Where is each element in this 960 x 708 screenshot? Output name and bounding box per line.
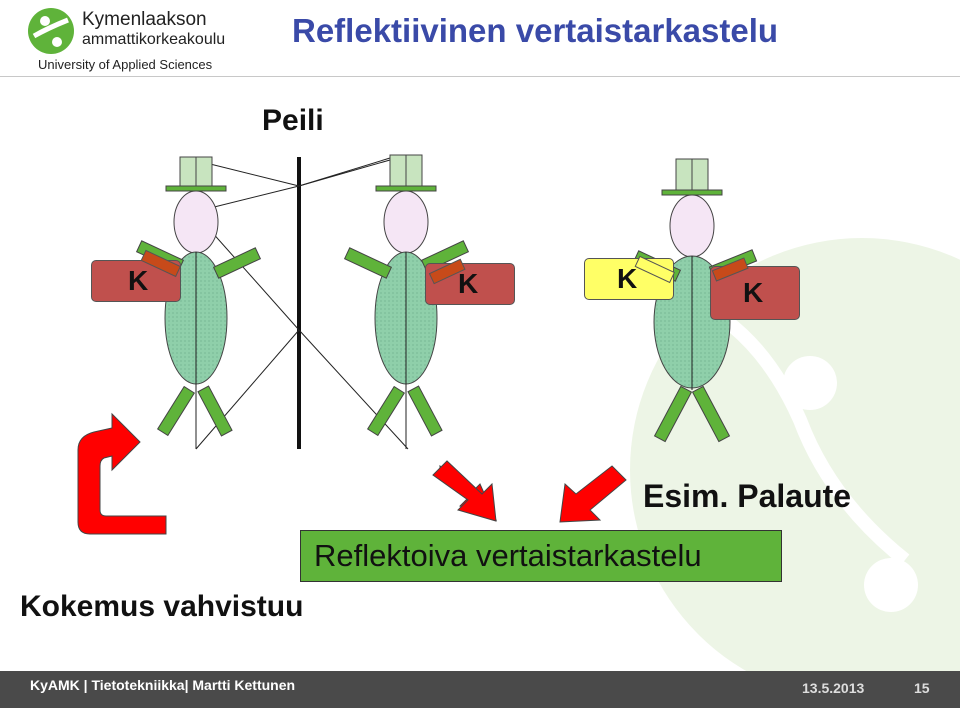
footer-text: KyAMK | Tietotekniikka| Martti Kettunen xyxy=(30,677,296,693)
arrow-down-left-icon xyxy=(559,465,627,523)
experience-caption: Kokemus vahvistuu xyxy=(20,590,304,623)
loop-arrow-icon xyxy=(77,412,167,535)
kyamk-logo: Kymenlaakson ammattikorkeakoulu Universi… xyxy=(26,4,226,74)
reflective-review-box: Reflektoiva vertaistarkastelu xyxy=(300,530,782,582)
logo-name: Kymenlaakson xyxy=(82,9,207,30)
reflective-review-label: Reflektoiva vertaistarkastelu xyxy=(314,538,702,573)
page-number: 15 xyxy=(914,680,930,696)
logo-subname: ammattikorkeakoulu xyxy=(82,31,226,48)
figure-mirror xyxy=(343,154,470,449)
example-note: Esim. Palaute xyxy=(643,478,852,514)
k-box-right: K xyxy=(710,266,800,320)
logo-emblem-icon xyxy=(28,8,74,54)
slide-title: Reflektiivinen vertaistarkastelu xyxy=(292,12,779,49)
k-box-left: K xyxy=(91,260,181,302)
mirror-label: Peili xyxy=(262,104,324,137)
header-divider xyxy=(0,76,960,77)
footer-date: 13.5.2013 xyxy=(802,680,865,696)
logo-tagline: University of Applied Sciences xyxy=(38,57,213,72)
footer-bar: KyAMK | Tietotekniikka| Martti Kettunen … xyxy=(0,671,960,708)
